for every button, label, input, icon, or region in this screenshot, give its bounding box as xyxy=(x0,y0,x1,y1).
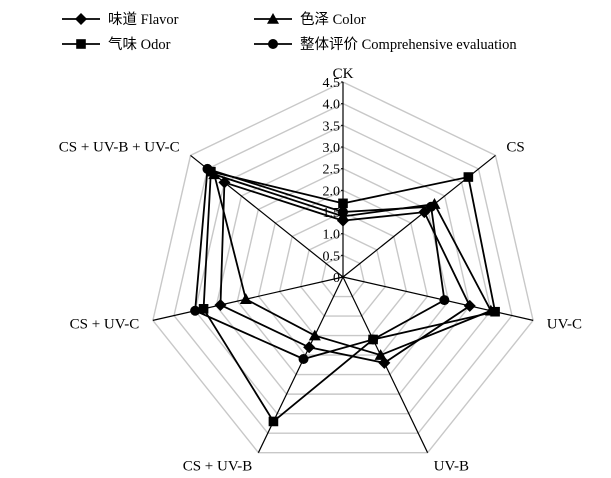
series-2 xyxy=(208,168,497,360)
axis-label: CS xyxy=(506,140,524,156)
tick-label: 4.0 xyxy=(323,98,341,113)
axis-labels: CK CS UV-C UV-B CS + UV-B CS + UV-C CS + UV-B … xyxy=(59,66,582,475)
data-point xyxy=(308,329,321,341)
series-line xyxy=(212,172,493,357)
grid-ring-1.5 xyxy=(278,211,408,337)
tick-label: 0.5 xyxy=(323,249,341,264)
legend-label: 气味 Odor xyxy=(108,36,171,53)
data-point xyxy=(298,353,309,364)
legend-label: 色泽 Color xyxy=(300,11,366,28)
spoke-3 xyxy=(342,276,534,321)
data-point xyxy=(439,295,450,306)
axis-label: CK xyxy=(333,66,354,82)
legend-marker xyxy=(75,13,87,25)
data-point xyxy=(198,304,209,314)
data-point xyxy=(378,356,391,369)
tick-label: 3.0 xyxy=(323,141,341,156)
radar-grid xyxy=(152,81,534,454)
legend-marker xyxy=(268,39,278,49)
legend-item: 气味 Odor xyxy=(62,36,171,53)
tick-label: 2.0 xyxy=(323,184,341,199)
tick-label: 0 xyxy=(333,271,340,286)
radar-spokes xyxy=(152,82,534,453)
tick-label: 3.5 xyxy=(323,119,341,134)
legend-item: 整体评价 Comprehensive evaluation xyxy=(254,36,517,53)
data-point xyxy=(426,201,437,212)
grid-ring-4.5 xyxy=(152,81,534,454)
tick-label: 1.0 xyxy=(323,228,341,243)
grid-ring-3.0 xyxy=(215,146,471,395)
axis-label: UV-B xyxy=(434,459,469,475)
data-point xyxy=(338,198,348,209)
data-point xyxy=(490,306,500,317)
legend-item: 味道 Flavor xyxy=(62,11,179,28)
data-point xyxy=(239,293,252,304)
axis-label: CS + UV-B + UV-C xyxy=(59,140,180,156)
data-point xyxy=(463,172,474,182)
tick-label: 1.5 xyxy=(323,206,341,221)
axis-label: CS + UV-C xyxy=(70,317,140,333)
radar-series xyxy=(190,163,500,427)
grid-ring-0.5 xyxy=(321,254,365,298)
data-point xyxy=(368,334,379,345)
data-point xyxy=(374,349,387,360)
data-point xyxy=(463,299,476,312)
grid-ring-1.0 xyxy=(299,232,387,317)
axis-label: UV-C xyxy=(547,317,582,333)
spoke-5 xyxy=(257,276,344,453)
data-point xyxy=(303,341,316,354)
data-point xyxy=(190,305,201,316)
data-point xyxy=(268,416,279,427)
legend: 味道 Flavor 色泽 Color 气味 Odor 整体评价 Comprehensi… xyxy=(62,11,517,53)
grid-ring-4.0 xyxy=(173,102,513,434)
legend-label: 整体评价 Comprehensive evaluation xyxy=(300,36,517,53)
grid-ring-3.5 xyxy=(194,124,492,415)
legend-label: 味道 Flavor xyxy=(108,11,179,28)
axis-label: CS + UV-B xyxy=(183,459,253,475)
data-point xyxy=(202,163,213,174)
series-4 xyxy=(190,163,450,364)
legend-marker xyxy=(267,13,279,24)
legend-marker xyxy=(76,39,86,49)
data-point xyxy=(214,298,227,311)
series-line xyxy=(202,170,497,423)
tick-label: 4.5 xyxy=(323,76,341,91)
series-line xyxy=(219,181,471,364)
series-line xyxy=(194,167,446,360)
tick-label: 2.5 xyxy=(323,163,341,178)
radial-tick-labels: 0 0.5 1.0 1.5 2.0 2.5 3.0 3.5 4.0 4.5 xyxy=(323,76,343,286)
legend-item: 色泽 Color xyxy=(254,11,366,28)
